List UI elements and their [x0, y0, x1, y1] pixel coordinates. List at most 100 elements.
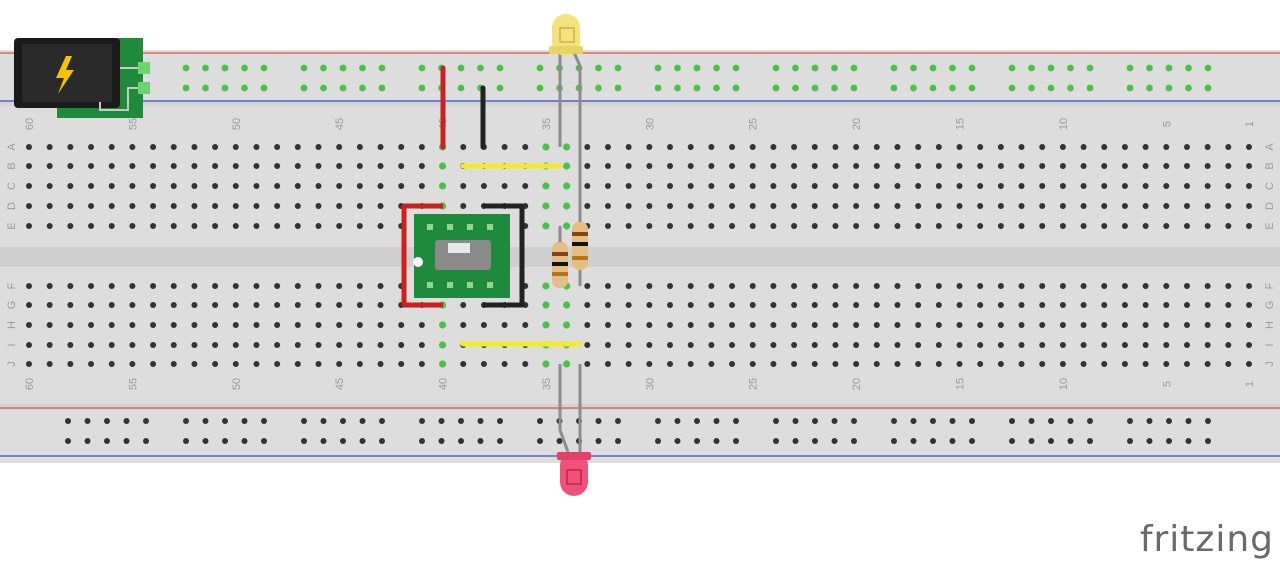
breadboard-hole: [46, 223, 53, 229]
breadboard-hole: [1163, 163, 1170, 169]
breadboard-hole: [935, 183, 942, 189]
breadboard-hole: [108, 342, 115, 348]
row-letter-label: B: [6, 162, 18, 169]
rail-hole: [1165, 64, 1173, 72]
breadboard-hole: [1204, 322, 1211, 328]
rail-hole: [359, 438, 366, 444]
rail-hole: [773, 418, 779, 424]
rail-hole: [320, 418, 327, 424]
breadboard-hole: [1246, 361, 1252, 367]
breadboard-hole: [1225, 361, 1232, 367]
breadboard-hole: [253, 223, 260, 229]
breadboard-hole: [460, 183, 467, 189]
breadboard-hole: [67, 183, 74, 189]
rail-hole: [1146, 64, 1153, 72]
breadboard-hole: [274, 283, 281, 289]
breadboard-hole: [687, 322, 694, 328]
breadboard-hole: [1246, 203, 1252, 209]
row-letter-label: C: [1264, 182, 1276, 190]
led-pink: [560, 452, 588, 496]
rail-hole: [477, 418, 484, 424]
breadboard-hole: [997, 223, 1004, 229]
breadboard-hole: [129, 322, 136, 328]
breadboard-hole: [315, 203, 322, 209]
breadboard-hole: [1018, 203, 1025, 209]
breadboard-hole: [667, 144, 674, 150]
breadboard-hole: [1039, 163, 1046, 169]
breadboard-hole: [170, 322, 177, 328]
breadboard-hole: [811, 283, 818, 289]
breadboard-hole: [1101, 203, 1108, 209]
rail-hole: [438, 438, 445, 444]
breadboard-hole: [646, 322, 653, 328]
breadboard-hole: [418, 183, 425, 189]
breadboard-hole: [67, 283, 74, 289]
switch-pad: [467, 282, 473, 288]
breadboard-hole: [791, 183, 798, 189]
breadboard-hole: [1059, 361, 1066, 367]
breadboard-hole: [1246, 223, 1252, 229]
breadboard-hole: [956, 163, 963, 169]
rail-hole: [732, 84, 740, 92]
rail-hole: [949, 84, 956, 92]
rail-hole: [202, 418, 209, 424]
breadboard-hole: [915, 283, 922, 289]
breadboard-hole: [729, 361, 736, 367]
rail-hole: [359, 64, 366, 72]
breadboard-hole: [1059, 342, 1066, 348]
breadboard-hole: [997, 183, 1004, 189]
row-letter-label: E: [1264, 222, 1276, 229]
row-letter-label: A: [6, 143, 18, 151]
rail-hole: [910, 418, 917, 424]
breadboard-hole: [150, 283, 157, 289]
rail-hole: [929, 64, 937, 72]
breadboard-hole: [977, 223, 984, 229]
row-letter-label: A: [1264, 143, 1276, 151]
breadboard-hole: [625, 144, 632, 150]
breadboard-hole: [294, 203, 301, 209]
breadboard-hole: [212, 342, 219, 348]
column-number-label: 45: [334, 378, 346, 390]
breadboard-hole: [708, 361, 715, 367]
breadboard-hole: [832, 183, 839, 189]
breadboard-hole: [274, 302, 281, 308]
breadboard-hole: [336, 361, 343, 367]
breadboard-hole: [915, 223, 922, 229]
breadboard-hole: [667, 223, 674, 229]
breadboard-hole: [294, 144, 301, 150]
led-pink-rim: [557, 452, 591, 460]
breadboard-hole: [274, 342, 281, 348]
rail-hole: [693, 84, 701, 92]
breadboard-hole: [604, 223, 611, 229]
power-jack-trace: [99, 87, 138, 111]
rail-hole: [968, 64, 976, 72]
rail-hole: [241, 438, 248, 444]
breadboard-hole: [915, 302, 922, 308]
breadboard-hole: [997, 203, 1004, 209]
column-number-label: 50: [231, 118, 243, 130]
breadboard-hole: [729, 183, 736, 189]
row-letter-label: J: [6, 361, 18, 367]
breadboard-hole: [832, 163, 839, 169]
breadboard-hole: [894, 163, 901, 169]
fritzing-logo: fritzing: [1139, 519, 1274, 560]
breadboard-hole: [253, 322, 260, 328]
breadboard-hole: [770, 203, 777, 209]
breadboard-hole: [956, 144, 963, 150]
breadboard-hole: [1059, 163, 1066, 169]
rail-hole: [930, 438, 936, 444]
breadboard-hole: [336, 223, 343, 229]
breadboard-hole: [170, 361, 177, 367]
breadboard-hole: [667, 361, 674, 367]
breadboard-hole: [108, 302, 115, 308]
breadboard-hole: [377, 163, 384, 169]
breadboard-hole: [604, 283, 611, 289]
rail-hole: [301, 438, 307, 444]
breadboard-hole: [212, 163, 219, 169]
led-pink-die: [566, 469, 582, 485]
rail-hole: [811, 64, 819, 72]
breadboard-hole: [873, 203, 880, 209]
rail-hole: [1146, 418, 1153, 424]
breadboard-hole: [1080, 283, 1087, 289]
rail-hole: [1185, 438, 1192, 444]
